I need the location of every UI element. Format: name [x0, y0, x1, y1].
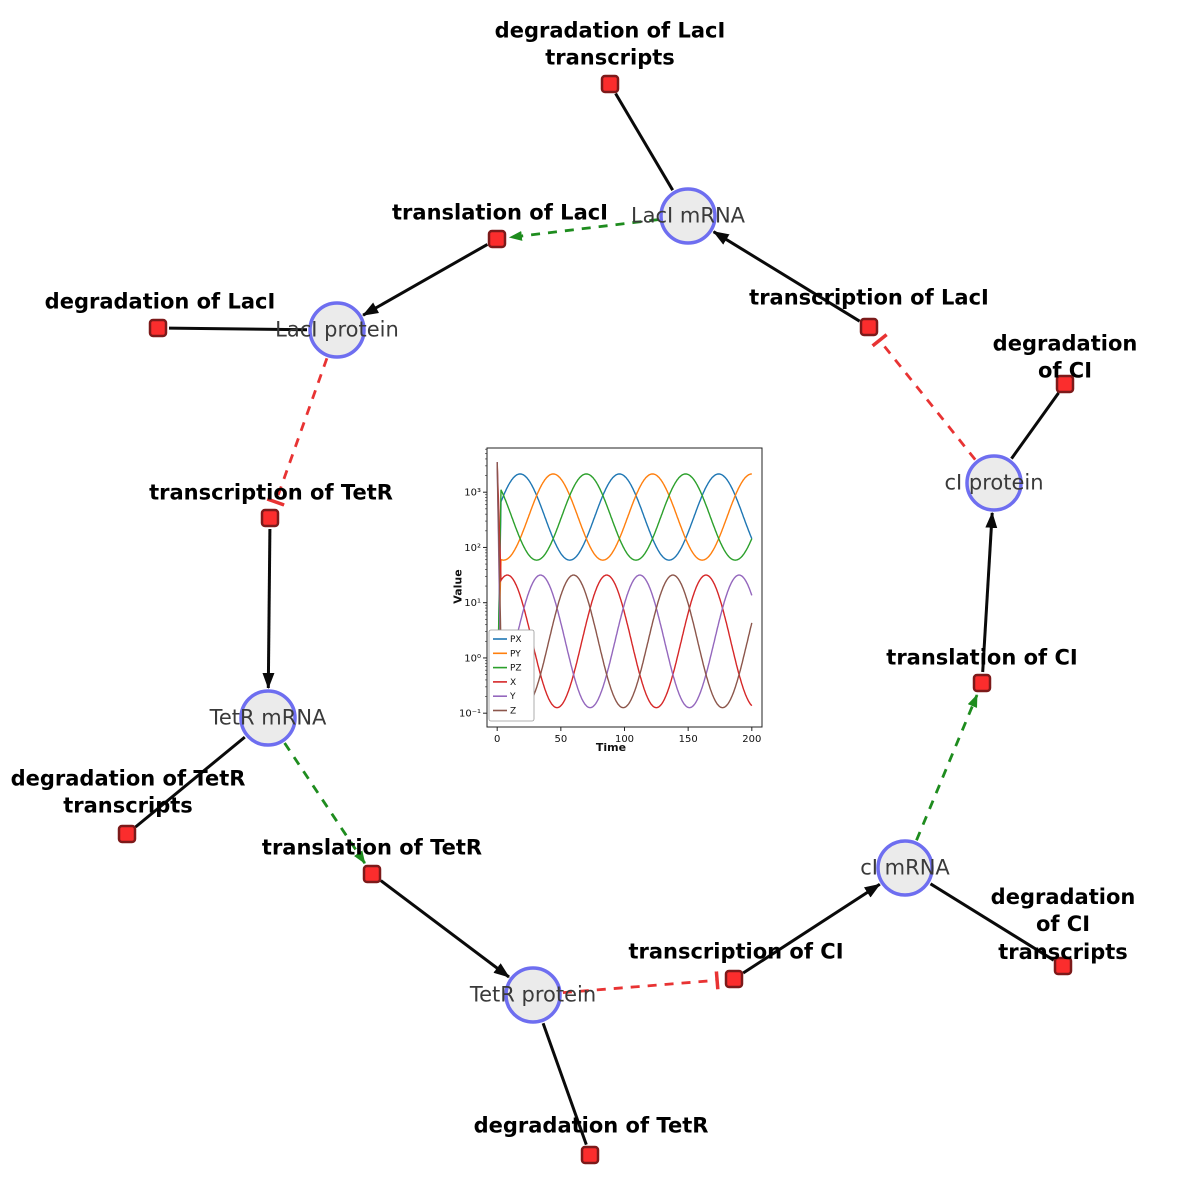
edge-production-transl-tetr-to-tetr-protein: [379, 879, 510, 979]
plot-frame: [486, 447, 763, 728]
edge-inhibition-ci-protein-to-transcr-laci: [871, 333, 977, 461]
legend-label-PY: PY: [510, 649, 521, 659]
x-axis-title: Time: [595, 741, 627, 754]
edge-production-transcr-tetr-to-tetr-mrna: [262, 528, 275, 689]
y-tick-label: 10¹: [464, 598, 481, 609]
edge-production-transcr-ci-to-ci-mrna: [742, 883, 881, 975]
species-node-ci-protein[interactable]: [965, 454, 1023, 512]
x-tick-label: 0: [494, 734, 500, 745]
edge-consumption-tetr-mrna-to-deg-tetr-tx: [134, 735, 246, 829]
species-node-tetr-protein[interactable]: [504, 966, 562, 1024]
legend-label-X: X: [510, 678, 516, 688]
legend-label-PX: PX: [510, 635, 522, 645]
reaction-node-deg-ci-tx[interactable]: [1053, 956, 1073, 976]
edge-modifier-ci-mrna-to-transl-ci: [915, 694, 979, 841]
x-tick-label: 150: [679, 734, 698, 745]
series-PZ: [496, 473, 753, 709]
axis-ticks: 10⁻¹ 10⁰ 10¹ 10² 10³ 0 50 100 150 200: [459, 448, 761, 745]
edge-inhibition-laci-protein-to-transcr-tetr: [266, 357, 329, 507]
y-tick-label: 10⁰: [464, 653, 481, 664]
reaction-node-transcr-ci[interactable]: [724, 969, 744, 989]
edge-modifier-tetr-mrna-to-transl-tetr: [283, 742, 366, 865]
y-tick-label: 10²: [464, 543, 481, 554]
x-tick-label: 200: [742, 734, 761, 745]
edge-modifier-laci-mrna-to-transl-laci: [508, 218, 659, 241]
x-tick-label: 100: [615, 734, 634, 745]
legend-label-PZ: PZ: [510, 664, 522, 674]
species-node-tetr-mrna[interactable]: [239, 689, 297, 747]
series-PY: [496, 473, 752, 709]
legend-label-Y: Y: [509, 692, 516, 702]
node-layer: [117, 74, 1075, 1165]
edge-consumption-laci-protein-to-deg-laci: [168, 326, 308, 332]
x-tick-label: 50: [554, 734, 567, 745]
edge-production-transl-laci-to-laci-protein: [362, 243, 489, 317]
series-layer: [496, 462, 753, 709]
y-axis-title: Value: [451, 569, 465, 604]
timecourse-plot: 10⁻¹ 10⁰ 10¹ 10² 10³ 0 50 100 150 200 PX PY PZ XYZ: [452, 438, 770, 763]
species-node-laci-mrna[interactable]: [659, 187, 717, 245]
edge-inhibition-tetr-protein-to-transcr-ci: [562, 971, 720, 994]
series-Z: [496, 462, 753, 709]
legend: PX PY PZ XYZ: [488, 629, 535, 722]
series-Y: [496, 462, 753, 709]
series-PX: [496, 473, 753, 709]
reaction-node-transcr-tetr[interactable]: [260, 508, 280, 528]
reaction-node-deg-laci[interactable]: [148, 318, 168, 338]
edge-consumption-ci-mrna-to-deg-ci-tx: [929, 882, 1055, 962]
edge-consumption-ci-protein-to-deg-ci: [1010, 392, 1060, 460]
edge-consumption-laci-mrna-to-deg-laci-tx: [614, 92, 674, 191]
edge-consumption-tetr-protein-to-deg-tetr: [541, 1022, 588, 1146]
reaction-node-transl-tetr[interactable]: [362, 864, 382, 884]
y-tick-label: 10³: [464, 488, 481, 499]
reaction-node-deg-ci[interactable]: [1055, 374, 1075, 394]
reaction-node-deg-laci-tx[interactable]: [600, 74, 620, 94]
edge-production-transl-ci-to-ci-protein: [981, 511, 998, 673]
species-node-ci-mrna[interactable]: [876, 839, 934, 897]
y-tick-label: 10⁻¹: [459, 709, 481, 720]
edge-production-transcr-laci-to-laci-mrna: [712, 230, 861, 323]
reaction-node-deg-tetr[interactable]: [580, 1145, 600, 1165]
reaction-node-transl-ci[interactable]: [972, 673, 992, 693]
legend-label-Z: Z: [510, 707, 516, 717]
reaction-node-transl-laci[interactable]: [487, 229, 507, 249]
series-X: [496, 462, 753, 709]
reaction-node-deg-tetr-tx[interactable]: [117, 824, 137, 844]
edge-layer: [134, 92, 1060, 1146]
species-node-laci-protein[interactable]: [308, 301, 366, 359]
reaction-node-transcr-laci[interactable]: [859, 317, 879, 337]
